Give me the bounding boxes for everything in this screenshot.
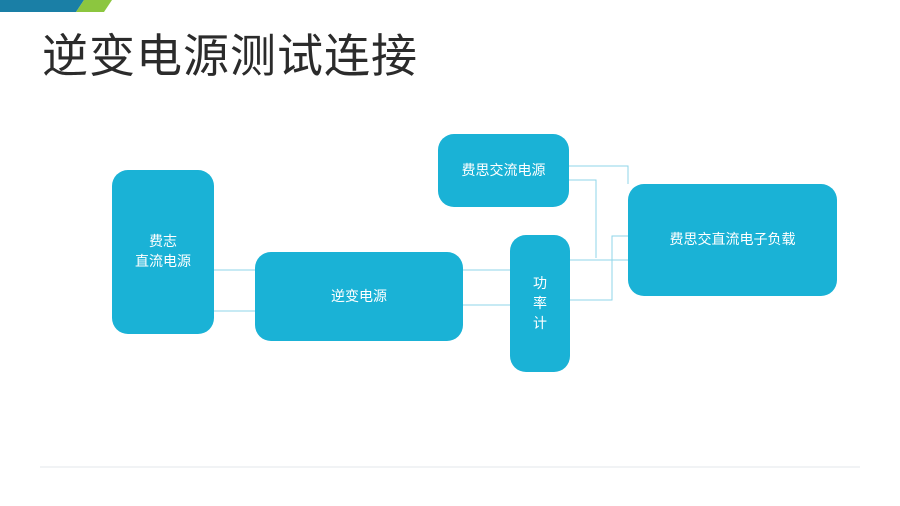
inverter-block: 逆变电源: [255, 252, 463, 341]
power-meter-label-line3: 计: [533, 315, 547, 332]
corner-accent: [0, 0, 112, 12]
dc-source-label-line1: 费志: [149, 234, 177, 250]
wire-meter-load-bottom: [570, 235, 628, 301]
wire-ac-load-inner: [569, 179, 597, 258]
footer-divider: [40, 466, 860, 468]
inverter-label: 逆变电源: [331, 288, 387, 305]
power-meter-label-line1: 功: [533, 275, 547, 292]
dc-power-source-block: 费志 直流电源: [112, 170, 214, 334]
ac-source-label: 费思交流电源: [461, 162, 546, 179]
electronic-load-block: 费思交直流电子负载: [628, 184, 837, 296]
wire-ac-load-outer: [569, 165, 629, 184]
load-label: 费思交直流电子负载: [669, 232, 796, 248]
power-meter-label-line2: 率: [533, 295, 547, 312]
ac-power-source-block: 费思交流电源: [438, 134, 569, 207]
dc-source-label-line2: 直流电源: [135, 254, 191, 270]
slide-title: 逆变电源测试连接: [42, 29, 418, 83]
power-meter-block: 功 率 计: [510, 235, 570, 372]
